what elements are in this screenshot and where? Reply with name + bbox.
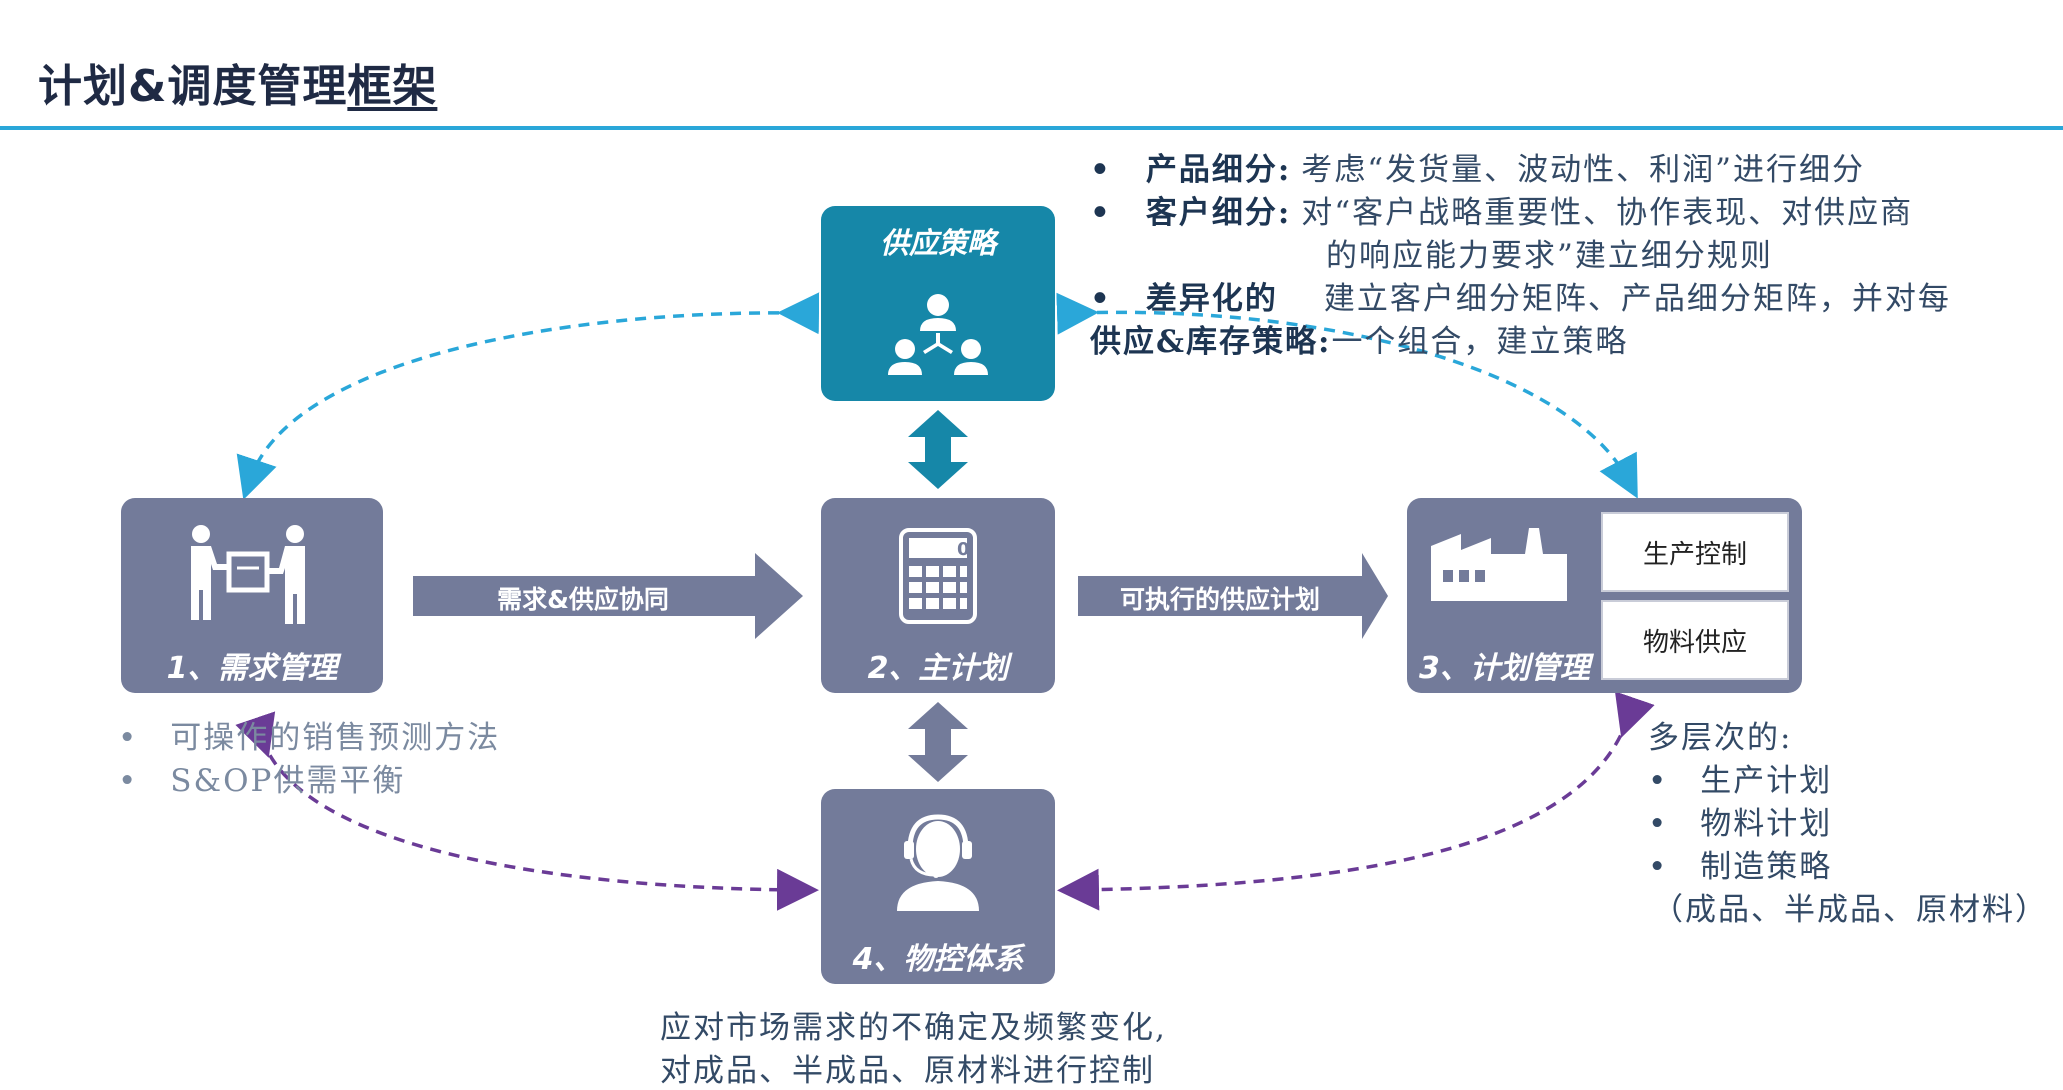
note-bottom-line2: 对成品、半成品、原材料进行控制 (660, 1053, 1155, 1089)
page-title: 计划&调度管理框架 (38, 50, 437, 114)
dashed-link-plan-material (1057, 691, 1655, 911)
svg-text:0: 0 (957, 539, 970, 560)
node-plan-management-label: 3、计划管理 (1419, 651, 1590, 686)
calculator-icon: 0 (899, 528, 977, 624)
node-master-plan[interactable]: 0 2、主计划 (821, 498, 1055, 693)
note-manufacturing-strategy: •制造策略 (1648, 849, 1833, 885)
double-arrow-strategy-master (908, 410, 968, 489)
title-rule (0, 126, 2063, 130)
note-bottom-line1: 应对市场需求的不确定及频繁变化, (660, 1010, 1167, 1046)
node-material-control-label: 4、物控体系 (852, 942, 1024, 977)
dashed-link-strategy-plan (1056, 292, 1638, 499)
node-demand-management[interactable]: 1、需求管理 (121, 498, 383, 693)
note-customer-segment: •客户细分:对“客户战略重要性、协作表现、对供应商 (1090, 195, 1914, 231)
headset-operator-icon (897, 814, 979, 911)
node-material-control[interactable]: 4、物控体系 (821, 789, 1055, 984)
note-multi-level-heading: 多层次的: (1648, 720, 1793, 756)
note-forecast-method: •可操作的销售预测方法 (118, 720, 501, 756)
node-supply-strategy[interactable]: 供应策略 (821, 206, 1055, 401)
node-plan-management[interactable]: 3、计划管理 生产控制 物料供应 (1407, 498, 1802, 693)
note-product-segment: •产品细分:考虑“发货量、波动性、利润”进行细分 (1090, 152, 1865, 188)
team-hierarchy-icon (888, 294, 988, 375)
note-customer-segment-line2: 的响应能力要求”建立细分规则 (1326, 238, 1773, 274)
dashed-link-demand-material (235, 711, 819, 911)
note-material-plan: •物料计划 (1648, 806, 1833, 842)
node-demand-management-label: 1、需求管理 (166, 651, 338, 686)
sub-box-material-supply[interactable]: 物料供应 (1601, 600, 1789, 680)
title-underlined: 框架 (347, 61, 438, 112)
note-sop-balance: •S&OP供需平衡 (118, 763, 406, 799)
arrow-demand-supply-label: 需求&供应协同 (497, 585, 669, 614)
note-material-types: （成品、半成品、原材料） (1652, 892, 2048, 928)
note-differentiated-line2: 供应&库存策略:一个组合，建立策略 (1090, 324, 1629, 360)
arrow-demand-supply (413, 553, 803, 639)
double-arrow-master-material (908, 702, 968, 782)
arrow-executable-plan (1078, 553, 1388, 639)
node-supply-strategy-label: 供应策略 (879, 226, 996, 260)
arrow-executable-plan-label: 可执行的供应计划 (1119, 585, 1320, 614)
node-master-plan-label: 2、主计划 (867, 651, 1009, 686)
note-differentiated: •差异化的建立客户细分矩阵、产品细分矩阵，并对每 (1090, 281, 1951, 317)
factory-icon (1431, 528, 1567, 601)
note-production-plan: •生产计划 (1648, 763, 1833, 799)
dashed-link-strategy-demand (236, 292, 820, 500)
title-main: 计划&调度管理 (38, 61, 348, 112)
sub-box-production-control[interactable]: 生产控制 (1601, 512, 1789, 592)
movers-box-icon (191, 525, 305, 624)
